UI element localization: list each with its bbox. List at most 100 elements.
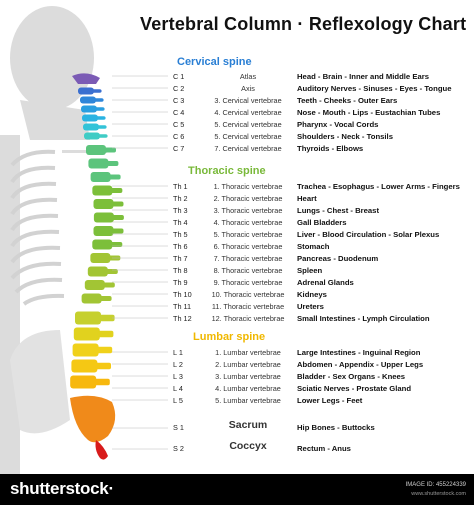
spinous-process (96, 346, 113, 354)
vertebra-name: 10. Thoracic vertebrae (211, 290, 285, 299)
vertebra-code: Th 4 (173, 218, 188, 227)
organs-text: Ureters (297, 302, 324, 311)
vertebra-name: 5. Lumbar vertebrae (215, 396, 281, 405)
organs-text: Heart (297, 194, 317, 203)
vertebra-code: Th 12 (173, 314, 192, 323)
vertebra-code: L 4 (173, 384, 183, 393)
organs-text: Rectum - Anus (297, 444, 351, 453)
vertebra-code: Th 10 (173, 290, 192, 299)
lumbar-vertebra (71, 359, 98, 373)
cervical-vertebra (81, 105, 97, 113)
brand-logo: shutterstock· (10, 479, 114, 499)
vertebra-name: Axis (241, 84, 255, 93)
thoracic-vertebra (90, 253, 111, 263)
vertebra-name: 9. Thoracic vertebrae (213, 278, 283, 287)
lumbar-vertebra (75, 311, 101, 325)
organs-text: Lungs - Chest - Breast (297, 206, 380, 215)
organs-text: Head - Brain - Inner and Middle Ears (297, 72, 429, 81)
vertebra-name: 7. Cervical vertebrae (214, 144, 282, 153)
thoracic-vertebra (87, 266, 108, 277)
cervical-vertebra (83, 123, 99, 131)
vertebra-code: Th 2 (173, 194, 188, 203)
vertebra-code: Th 3 (173, 206, 188, 215)
brand-suffix: · (108, 479, 114, 498)
organs-text: Adrenal Glands (297, 278, 354, 287)
thoracic-vertebra (93, 212, 114, 223)
vertebra-name: 8. Thoracic vertebrae (213, 266, 283, 275)
section-sacrum: Sacrum (228, 419, 268, 431)
image-id: IMAGE ID: 455224339 (405, 482, 466, 488)
spinous-process (94, 378, 110, 386)
vertebra-name: 5. Cervical vertebrae (214, 120, 282, 129)
organs-text: Lower Legs - Feet (297, 396, 363, 405)
vertebra-name: 2. Thoracic vertebrae (213, 194, 283, 203)
vertebra-name: 7. Thoracic vertebrae (213, 254, 283, 263)
cervical-vertebra (80, 96, 96, 104)
vertebra-code: C 2 (173, 84, 185, 93)
spinous-process (94, 98, 104, 102)
vertebra-code: Th 6 (173, 242, 188, 251)
thoracic-vertebra (90, 172, 111, 182)
section-thoracic: Thoracic spine (188, 165, 266, 177)
organs-text: Kidneys (297, 290, 327, 299)
vertebra-code: C 3 (173, 96, 185, 105)
spinous-process (97, 330, 114, 338)
organs-text: Bladder - Sex Organs - Knees (297, 372, 406, 381)
organs-text: Gall Bladders (297, 218, 347, 227)
organs-text: Trachea - Esophagus - Lower Arms - Finge… (297, 182, 460, 191)
vertebra-code: L 2 (173, 360, 183, 369)
vertebra-code: C 4 (173, 108, 185, 117)
vertebra-code: S 2 (173, 444, 184, 453)
vertebra-code: Th 7 (173, 254, 188, 263)
spinous-process (106, 161, 119, 166)
organs-text: Liver - Blood Circulation - Solar Plexus (297, 230, 440, 239)
rib-lines (10, 149, 65, 306)
thoracic-vertebra (88, 158, 109, 169)
vertebra-code: L 1 (173, 348, 183, 357)
organs-text: Abdomen - Appendix - Upper Legs (297, 360, 424, 369)
vertebra-name: 3. Cervical vertebrae (214, 96, 282, 105)
spinous-process (108, 174, 121, 180)
vertebra-name: 6. Thoracic vertebrae (213, 242, 283, 251)
vertebra-code: Th 5 (173, 230, 188, 239)
vertebra-code: Th 8 (173, 266, 188, 275)
section-lumbar: Lumbar spine (193, 331, 266, 343)
thoracic-vertebra (86, 145, 106, 155)
thoracic-vertebra (92, 185, 113, 196)
footer-bar: shutterstock· IMAGE ID: 455224339 www.sh… (0, 474, 474, 505)
spinous-process (110, 188, 123, 193)
vertebra-name: 2. Lumbar vertebrae (215, 360, 281, 369)
vertebra-code: Th 9 (173, 278, 188, 287)
thoracic-vertebra (81, 293, 102, 304)
lumbar-vertebra (73, 327, 100, 341)
organs-text: Large Intestines - Inguinal Region (297, 348, 421, 357)
organs-text: Spleen (297, 266, 323, 275)
spinous-process (97, 125, 107, 129)
vertebra-code: C 5 (173, 120, 185, 129)
spinous-process (111, 201, 124, 207)
lumbar-vertebra (72, 343, 99, 357)
site-url: www.shutterstock.com (411, 491, 466, 497)
vertebra-code: C 6 (173, 132, 185, 141)
organs-text: Shoulders - Neck - Tonsils (297, 132, 393, 141)
thoracic-vertebra (93, 226, 114, 236)
vertebra-name: 4. Thoracic vertebrae (213, 218, 283, 227)
vertebra-name: 11. Thoracic vertebrae (211, 302, 285, 311)
section-coccyx: Coccyx (229, 440, 267, 452)
pelvis-silhouette (10, 330, 70, 434)
sacrum-bone (70, 395, 116, 443)
spinous-process (96, 116, 106, 120)
spinous-process (99, 314, 115, 322)
lumbar-vertebra (70, 375, 97, 389)
vertebra-code: C 1 (173, 72, 185, 81)
coccyx-bone (95, 440, 108, 460)
vertebra-name: 5. Thoracic vertebrae (213, 230, 283, 239)
vertebra-name: 12. Thoracic vertebrae (211, 314, 285, 323)
organs-text: Pancreas - Duodenum (297, 254, 379, 263)
guide-lines (112, 75, 168, 450)
organs-text: Pharynx - Vocal Cords (297, 120, 379, 129)
cervical-vertebra (84, 132, 100, 140)
spinous-process (99, 296, 112, 301)
organs-text: Nose - Mouth - Lips - Eustachian Tubes (297, 108, 441, 117)
vertebra-code: C 7 (173, 144, 185, 153)
